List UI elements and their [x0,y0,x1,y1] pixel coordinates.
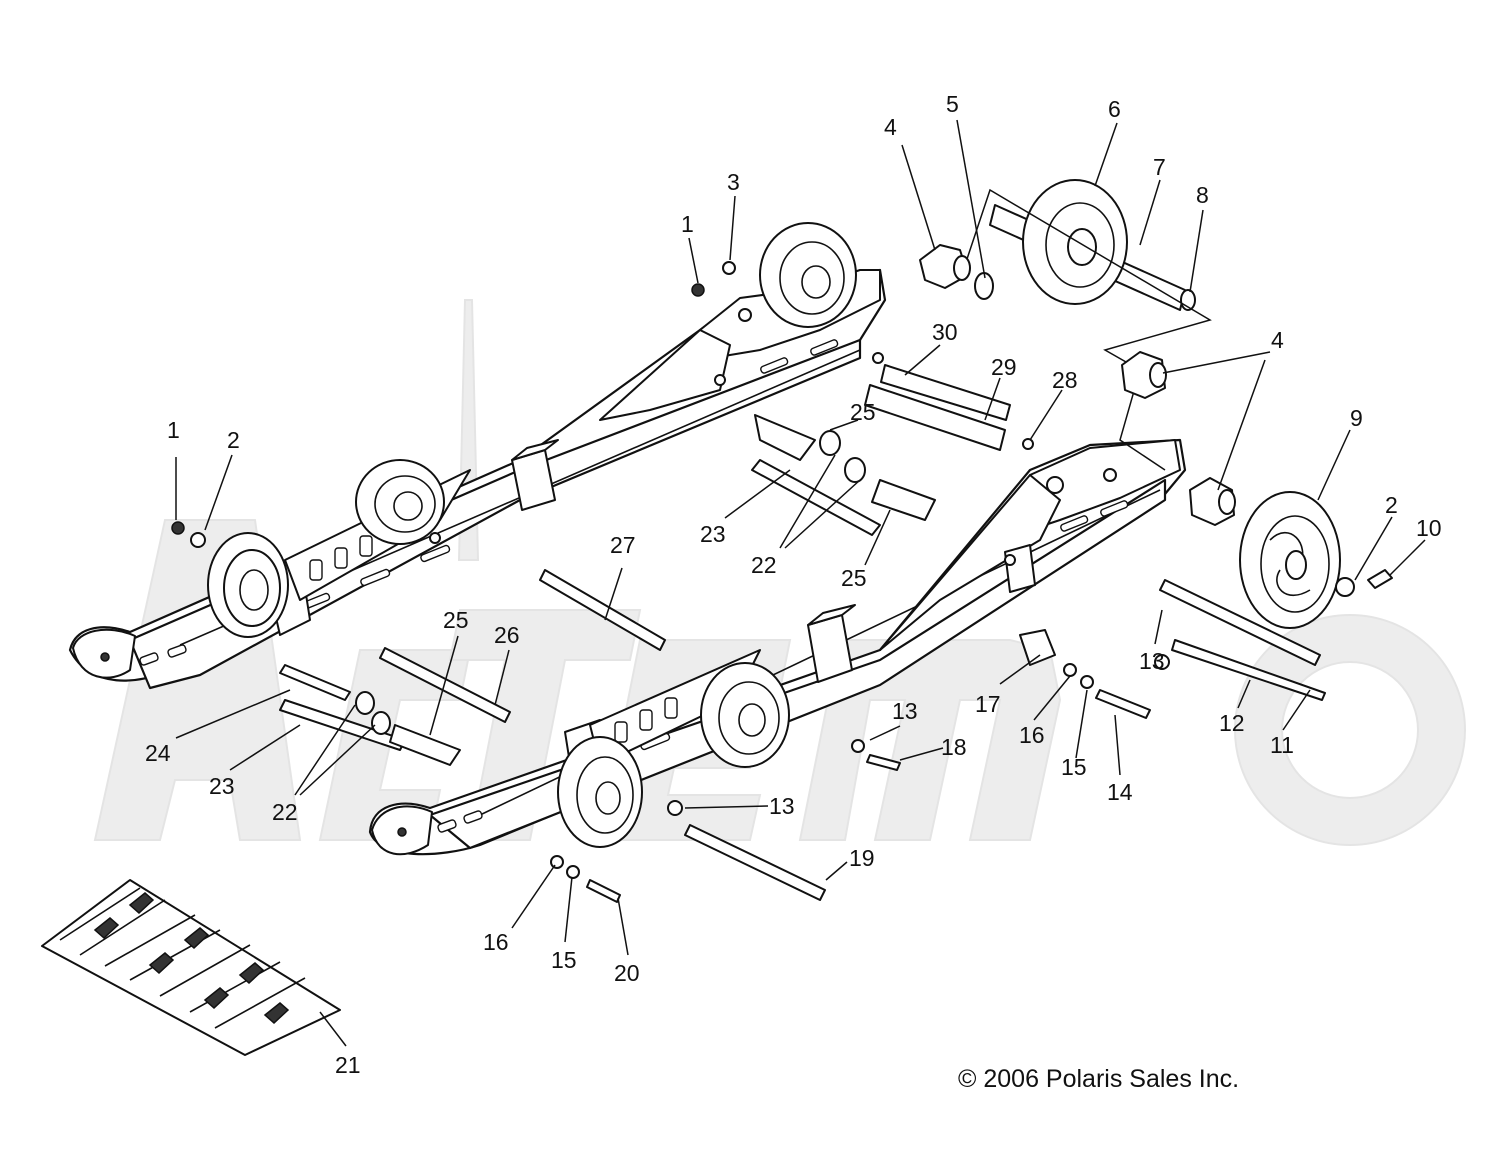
callout-25-top: 25 [850,399,876,425]
callout-25-mid: 25 [841,565,867,591]
callout-22-left: 22 [272,799,298,825]
left-rail-tip-bolt [100,652,110,662]
callout-13-mid: 13 [892,698,918,724]
callout-2-left: 2 [227,427,240,453]
callout-20: 20 [614,960,640,986]
bearing-cup-lower [1189,477,1236,526]
washer-2-left [190,532,206,548]
callout-4-top: 4 [884,114,897,140]
right-rail-tip-bolt [397,827,407,837]
bearing-cup-mid [1121,351,1167,399]
callout-labels: 1 2 1 3 4 5 6 7 8 4 30 29 28 25 9 2 10 2… [145,91,1442,1078]
left-rail-front-wheel [759,222,857,328]
copyright-notice: © 2006 Polaris Sales Inc. [958,1065,1239,1093]
callout-23-top: 23 [700,521,726,547]
washer-right [1335,577,1355,597]
callout-14: 14 [1107,779,1133,805]
callout-10: 10 [1416,515,1442,541]
front-axle-assembly [989,179,1196,311]
nut-1-top [691,283,705,297]
left-rail-mid-wheel [355,459,445,545]
outer-idler-wheel [1239,491,1341,629]
leader-lines [175,119,1426,1047]
track-clip-assembly [41,879,341,1056]
callout-25-left: 25 [443,607,469,633]
callout-22-top: 22 [751,552,777,578]
callout-19: 19 [849,845,875,871]
nut-1-left [171,521,185,535]
callout-9: 9 [1350,405,1363,431]
cross-shafts [279,352,1326,903]
front-idler-wheel [1022,179,1128,305]
callout-29: 29 [991,354,1017,380]
callout-16-right: 16 [1019,722,1045,748]
callout-8: 8 [1196,182,1209,208]
watermark-logo [93,299,1466,846]
callout-26: 26 [494,622,520,648]
nut-3 [722,261,736,275]
callout-5: 5 [946,91,959,117]
assembly-bracket-line [959,188,1212,471]
callout-13-bottom: 13 [769,793,795,819]
callout-16-bottom: 16 [483,929,509,955]
callout-1-left: 1 [167,417,180,443]
callout-12: 12 [1219,710,1245,736]
callout-30: 30 [932,319,958,345]
callout-24: 24 [145,740,171,766]
bolt-10 [1367,569,1393,589]
snap-ring [974,272,994,300]
callout-6: 6 [1108,96,1121,122]
bearing-cup-upper [919,244,971,289]
callout-13-right: 13 [1139,648,1165,674]
callout-27: 27 [610,532,636,558]
callout-15-bottom: 15 [551,947,577,973]
callout-17: 17 [975,691,1001,717]
callout-21: 21 [335,1052,361,1078]
right-rail-rear-wheel [557,736,643,848]
callout-7: 7 [1153,154,1166,180]
callout-2-right: 2 [1385,492,1398,518]
callout-3: 3 [727,169,740,195]
callout-23-left: 23 [209,773,235,799]
callout-28: 28 [1052,367,1078,393]
callout-4-right: 4 [1271,327,1284,353]
callout-15-right: 15 [1061,754,1087,780]
right-rail-mid-wheel [700,662,790,768]
left-rail-rear-wheel [207,532,289,638]
callout-11: 11 [1270,732,1294,758]
callout-18: 18 [941,734,967,760]
callout-1-top: 1 [681,211,694,237]
